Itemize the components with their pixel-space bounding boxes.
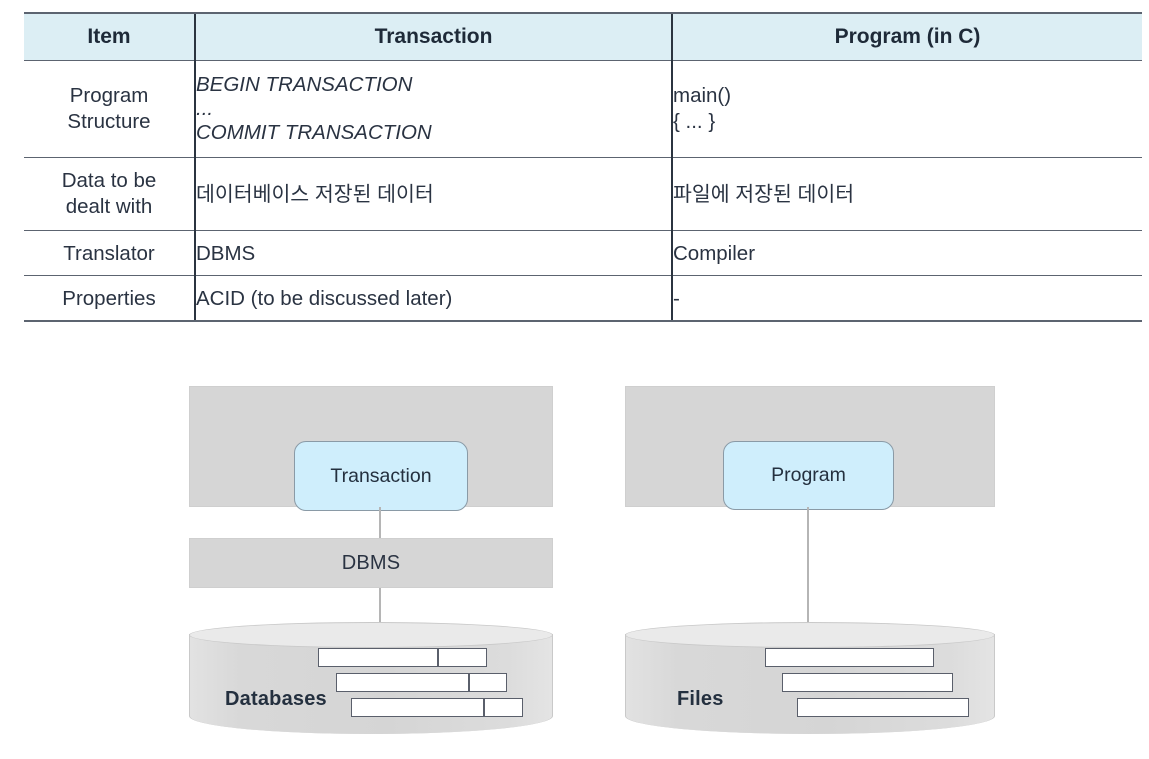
- cell-program-translator: Compiler: [671, 230, 1142, 276]
- table-row-translator: Translator DBMS Compiler: [24, 230, 1142, 276]
- architecture-diagram: Transaction DBMS Databases Program File: [0, 360, 1149, 759]
- file-record-bar: [797, 698, 969, 717]
- row-label-data-dealt-with: Data to be dealt with: [24, 157, 195, 231]
- program-box: Program: [723, 441, 894, 510]
- table-row-program-structure: Program Structure BEGIN TRANSACTION ... …: [24, 60, 1142, 158]
- column-header-item: Item: [24, 12, 195, 61]
- table-header-row: Item Transaction Program (in C): [24, 12, 1142, 61]
- comparison-table: Item Transaction Program (in C) Program …: [24, 12, 1142, 322]
- column-header-program: Program (in C): [671, 12, 1142, 61]
- connector-program-to-files: [807, 507, 809, 630]
- column-header-transaction: Transaction: [194, 12, 672, 61]
- cell-program-properties: -: [671, 275, 1142, 322]
- dbms-layer-panel: DBMS: [189, 538, 553, 588]
- application-layer-panel-left: Transaction: [189, 386, 553, 511]
- row-label-program-structure: Program Structure: [24, 60, 195, 158]
- databases-label: Databases: [225, 688, 327, 710]
- table-row-data-dealt-with: Data to be dealt with 데이터베이스 저장된 데이터 파일에…: [24, 157, 1142, 231]
- table-row-properties: Properties ACID (to be discussed later) …: [24, 275, 1142, 322]
- record-divider: [468, 674, 470, 691]
- connector-transaction-to-dbms: [379, 507, 381, 538]
- files-cylinder-top: [625, 622, 995, 648]
- databases-cylinder: Databases: [189, 622, 553, 742]
- transaction-box: Transaction: [294, 441, 468, 511]
- files-label: Files: [677, 688, 724, 710]
- database-record-bar: [351, 698, 523, 717]
- row-label-translator: Translator: [24, 230, 195, 276]
- record-divider: [437, 649, 439, 666]
- file-record-bar: [782, 673, 953, 692]
- cell-program-program-structure: main() { ... }: [671, 60, 1142, 158]
- cell-transaction-program-structure: BEGIN TRANSACTION ... COMMIT TRANSACTION: [194, 60, 672, 158]
- connector-dbms-to-databases: [379, 588, 381, 630]
- files-cylinder: Files: [625, 622, 995, 742]
- dbms-label: DBMS: [341, 551, 401, 574]
- application-layer-panel-right: Program: [625, 386, 995, 510]
- record-divider: [483, 699, 485, 716]
- cell-transaction-data: 데이터베이스 저장된 데이터: [194, 157, 672, 231]
- row-label-properties: Properties: [24, 275, 195, 322]
- database-record-bar: [336, 673, 507, 692]
- file-record-bar: [765, 648, 934, 667]
- databases-cylinder-top: [189, 622, 553, 648]
- cell-program-data: 파일에 저장된 데이터: [671, 157, 1142, 231]
- cell-transaction-properties: ACID (to be discussed later): [194, 275, 672, 322]
- database-record-bar: [318, 648, 487, 667]
- cell-transaction-translator: DBMS: [194, 230, 672, 276]
